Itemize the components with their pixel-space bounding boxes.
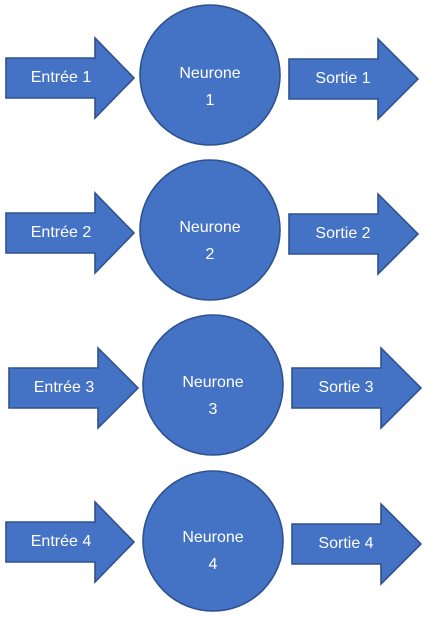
output-label-1: Sortie 1 xyxy=(315,70,370,87)
input-arrow-4 xyxy=(5,500,136,584)
row-4: Entrée 4 Neurone 4 Sortie 4 xyxy=(5,470,423,612)
neuron-4-title: Neurone xyxy=(182,529,243,546)
output-label-3: Sortie 3 xyxy=(318,379,373,396)
neuron-1-title: Neurone xyxy=(179,65,240,82)
input-label-2: Entrée 2 xyxy=(31,224,92,241)
neuron-1 xyxy=(139,4,281,146)
neuron-2-title: Neurone xyxy=(179,219,240,236)
input-label-3: Entrée 3 xyxy=(34,379,95,396)
neuron-3-title: Neurone xyxy=(182,374,243,391)
row-2: Entrée 2 Neurone 2 Sortie 2 xyxy=(5,159,420,301)
input-label-1: Entrée 1 xyxy=(31,69,92,86)
neuron-4-number: 4 xyxy=(209,556,218,573)
output-arrow-4 xyxy=(291,502,423,586)
neuron-2 xyxy=(139,159,281,301)
input-arrow-2 xyxy=(5,191,136,275)
row-3: Entrée 3 Neurone 3 Sortie 3 xyxy=(8,314,423,456)
neuron-1-number: 1 xyxy=(206,92,215,109)
neuron-4 xyxy=(142,470,284,612)
input-arrow-3 xyxy=(8,346,140,430)
output-arrow-2 xyxy=(288,192,420,276)
input-arrow-1 xyxy=(5,36,136,120)
input-label-4: Entrée 4 xyxy=(31,533,92,550)
neuron-3-number: 3 xyxy=(209,401,218,418)
output-label-4: Sortie 4 xyxy=(318,535,373,552)
output-label-2: Sortie 2 xyxy=(315,225,370,242)
neuron-3 xyxy=(142,314,284,456)
neuron-2-number: 2 xyxy=(206,246,215,263)
output-arrow-1 xyxy=(288,37,420,121)
output-arrow-3 xyxy=(291,346,423,430)
row-1: Entrée 1 Neurone 1 Sortie 1 xyxy=(5,4,420,146)
